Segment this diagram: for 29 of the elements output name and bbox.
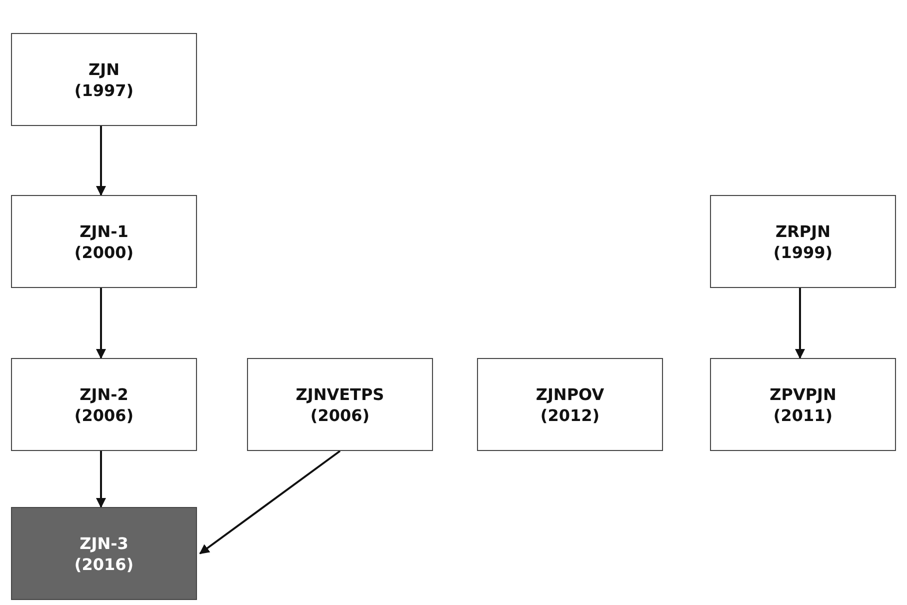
process-box (710, 358, 896, 451)
node-title: ZJNVETPS (296, 384, 384, 404)
node-year: (2011) (773, 404, 833, 426)
process-box (11, 195, 197, 288)
node-year: (2006) (74, 404, 134, 426)
node-title: ZJNPOV (536, 384, 604, 404)
node-title: ZPVPJN (770, 384, 836, 404)
node-title: ZRPJN (776, 220, 830, 242)
node-year: (2012) (540, 404, 600, 426)
process-box (710, 195, 896, 288)
arrow (795, 288, 805, 359)
node-title: ZJN-2 (80, 384, 128, 404)
arrow (96, 126, 106, 196)
node-title: ZJN-3 (80, 532, 128, 554)
node-year: (2000) (74, 242, 134, 262)
node-year: (1999) (773, 242, 833, 262)
process-box (11, 33, 197, 126)
process-box (11, 358, 197, 451)
arrow (96, 288, 106, 359)
arrow (199, 450, 341, 554)
node-title: ZJN (88, 58, 120, 80)
node-year: (1997) (74, 80, 134, 100)
node-year: (2006) (310, 404, 370, 426)
arrow (96, 451, 106, 508)
node-year: (2016) (74, 554, 134, 574)
node-title: ZJN-1 (80, 220, 128, 242)
process-box (477, 358, 663, 451)
process-box (247, 358, 433, 451)
process-box (11, 507, 197, 600)
